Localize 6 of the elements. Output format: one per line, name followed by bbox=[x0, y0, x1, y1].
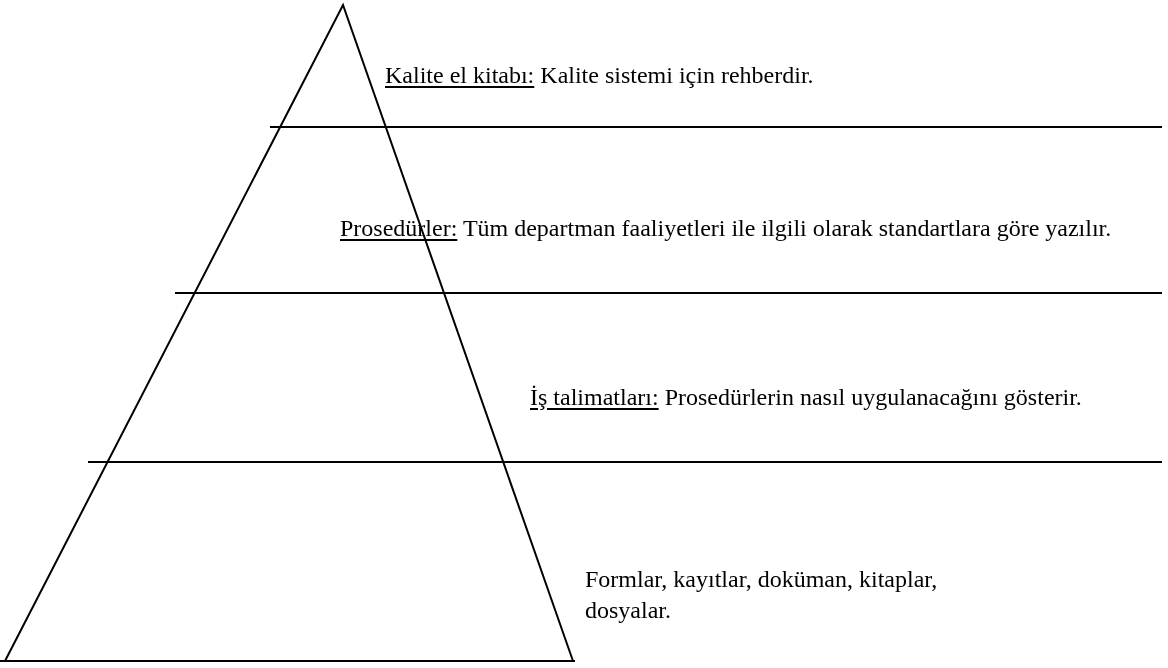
term-heading: İş talimatları: bbox=[530, 384, 659, 410]
term-heading: Kalite el kitabı: bbox=[385, 62, 535, 88]
term-description: Prosedürlerin nasıl uygulanacağını gösterir. bbox=[664, 384, 1082, 410]
term-description: Tüm departman faaliyetleri ile ilgili olarak standartlara göre yazılır. bbox=[462, 215, 1112, 241]
term-description: Formlar, kayıtlar, doküman, kitaplar, dosyalar. bbox=[585, 566, 938, 623]
term-description: Kalite sistemi için rehberdir. bbox=[540, 62, 814, 88]
